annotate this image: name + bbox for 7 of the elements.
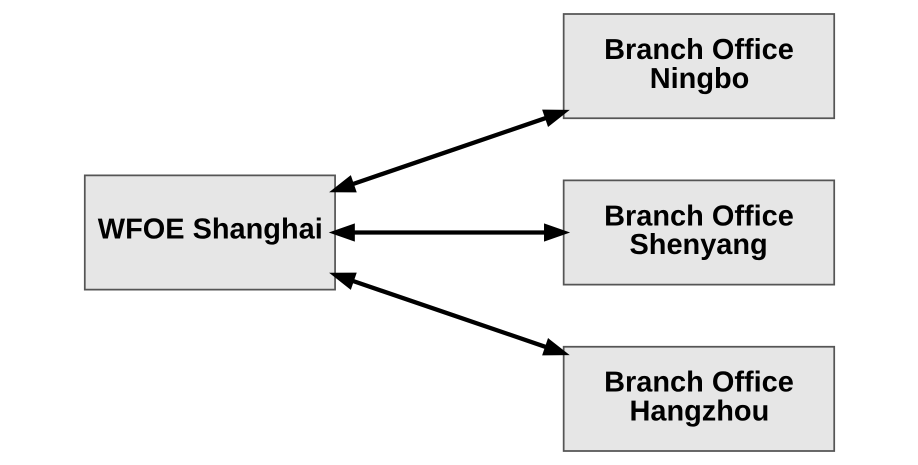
arrow bbox=[328, 272, 570, 356]
node-box: Branch Office Hangzhou bbox=[562, 346, 835, 452]
node-box: Branch Office Shenyang bbox=[562, 180, 835, 286]
arrow bbox=[328, 110, 570, 192]
arrow bbox=[328, 223, 570, 242]
node-box: Branch Office Ningbo bbox=[562, 13, 835, 120]
node-box: WFOE Shanghai bbox=[83, 174, 336, 291]
